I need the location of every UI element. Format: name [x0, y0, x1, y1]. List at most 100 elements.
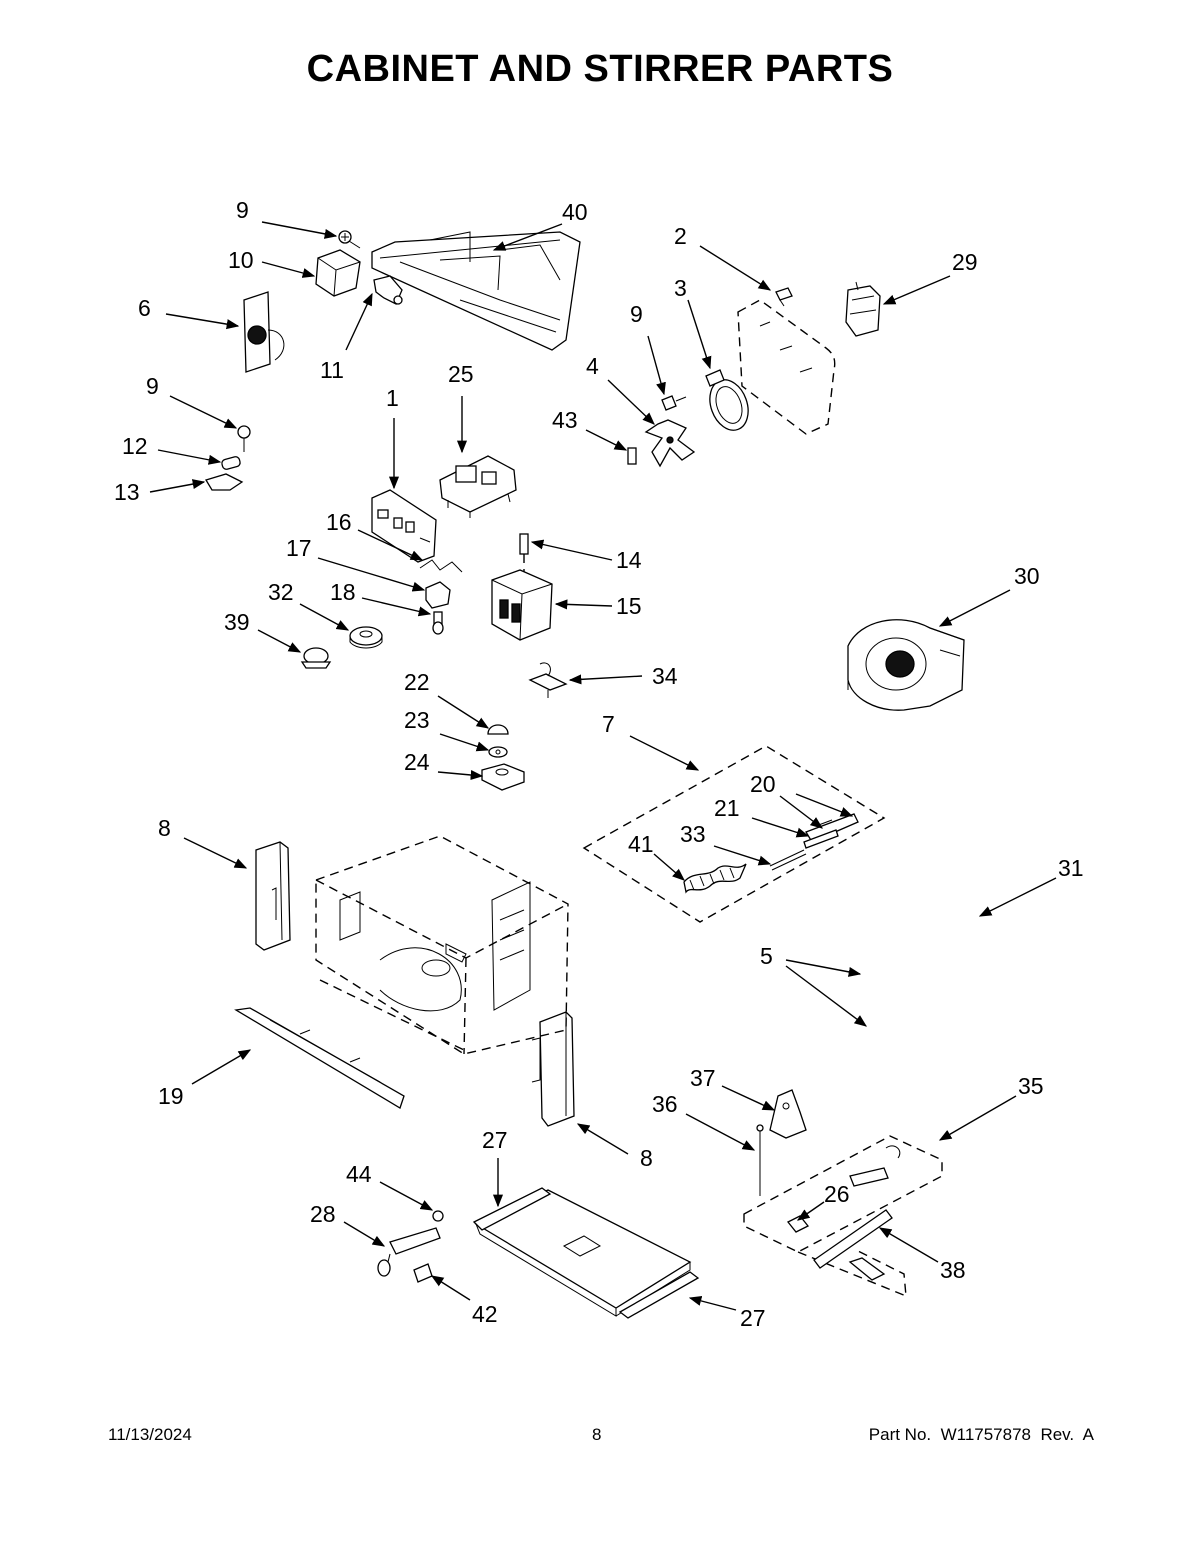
leader-43 — [585, 429, 628, 451]
leader-14 — [530, 539, 613, 561]
leader-22 — [437, 695, 490, 729]
callout-10: 10 — [228, 247, 254, 273]
callout-20: 20 — [750, 771, 776, 797]
part-6-bracket — [243, 291, 285, 373]
callout-1: 1 — [386, 385, 399, 411]
part-15-relay — [491, 569, 553, 641]
part-9-screw-top — [338, 230, 361, 249]
callout-25: 25 — [448, 361, 474, 387]
leader-12 — [157, 449, 222, 465]
leader-29 — [882, 275, 951, 305]
callout-44: 44 — [346, 1161, 372, 1187]
leader-4 — [607, 379, 655, 425]
callout-22: 22 — [404, 669, 430, 695]
leader-34 — [568, 674, 643, 685]
leader-8a — [183, 837, 248, 869]
leader-27b — [688, 1295, 737, 1311]
leader-15 — [554, 599, 613, 610]
leader-39 — [257, 629, 302, 653]
leader-26 — [796, 1201, 825, 1221]
leader-33 — [713, 845, 772, 866]
callout-12: 12 — [122, 433, 148, 459]
part-22-cap — [487, 724, 509, 735]
callout-33: 33 — [680, 821, 706, 847]
page-title: CABINET AND STIRRER PARTS — [306, 48, 894, 90]
part-42-screw — [413, 1263, 433, 1283]
callout-35: 35 — [1018, 1073, 1044, 1099]
leader-2 — [699, 245, 772, 291]
part-3-stirrer-cover — [705, 299, 836, 435]
leader-35 — [938, 1095, 1017, 1141]
footer-part-number: Part No. W11757878 Rev. A — [868, 1425, 1094, 1444]
callout-24: 24 — [404, 749, 430, 775]
leader-lines — [149, 221, 1057, 1311]
callout-39: 39 — [224, 609, 250, 635]
leader-10 — [261, 261, 316, 278]
leader-24 — [437, 769, 484, 780]
part-24-bracket — [481, 763, 525, 791]
leader-20a — [779, 795, 824, 829]
part-39-thermostat — [300, 647, 332, 669]
callout-27: 27 — [482, 1127, 508, 1153]
callout-21: 21 — [714, 795, 740, 821]
leader-31 — [978, 877, 1057, 917]
callout-32: 32 — [268, 579, 294, 605]
part-17-switch — [425, 581, 451, 609]
callout-41: 41 — [628, 831, 654, 857]
leader-9c — [169, 395, 238, 429]
part-44-screw — [432, 1210, 444, 1222]
leader-21 — [751, 817, 810, 838]
callout-26: 26 — [824, 1181, 850, 1207]
callout-38: 38 — [940, 1257, 966, 1283]
callout-19: 19 — [158, 1083, 184, 1109]
leader-41 — [653, 853, 685, 881]
footer-date: 11/13/2024 — [108, 1425, 192, 1444]
part-8-trim-left — [255, 841, 291, 951]
callout-4: 4 — [586, 353, 599, 379]
leader-6 — [165, 313, 240, 330]
part-38-link — [813, 1209, 893, 1269]
callout-8: 8 — [640, 1145, 653, 1171]
callout-13: 13 — [114, 479, 140, 505]
leader-30 — [938, 589, 1011, 627]
leader-42 — [430, 1275, 471, 1301]
callout-16: 16 — [326, 509, 352, 535]
callout-numbers: 9 40 10 6 11 2 29 3 9 25 1 9 4 43 12 13 … — [114, 197, 1084, 1331]
callout-28: 28 — [310, 1201, 336, 1227]
part-10-block — [315, 249, 361, 297]
leader-13 — [149, 479, 206, 493]
callout-34: 34 — [652, 663, 678, 689]
part-4-stirrer-blade — [644, 419, 696, 468]
part-26-bolt — [786, 1215, 810, 1233]
part-1-pcb — [371, 489, 437, 563]
leader-38 — [878, 1227, 939, 1263]
part-11-clip — [373, 275, 403, 305]
leader-7 — [629, 735, 700, 771]
leader-17 — [317, 557, 426, 592]
leader-16 — [357, 529, 424, 561]
part-29-stirrer-motor — [845, 281, 881, 337]
leader-36 — [685, 1113, 756, 1151]
part-32-grommet — [349, 626, 383, 649]
callout-37: 37 — [690, 1065, 716, 1091]
callout-31: 31 — [1058, 855, 1084, 881]
part-25-board — [439, 455, 517, 518]
callout-9: 9 — [630, 301, 643, 327]
part-7-assembly — [582, 745, 886, 923]
part-9-screw-left — [237, 425, 251, 452]
part-18-lamp — [432, 611, 444, 635]
part-8-trim-right — [531, 1011, 575, 1127]
callout-7: 7 — [602, 711, 615, 737]
leader-11 — [345, 292, 373, 351]
callout-5: 5 — [760, 943, 773, 969]
leader-9b — [647, 335, 666, 396]
callout-15: 15 — [616, 593, 642, 619]
callout-36: 36 — [652, 1091, 678, 1117]
leader-20b — [795, 793, 854, 817]
callout-6: 6 — [138, 295, 151, 321]
callout-43: 43 — [552, 407, 578, 433]
part-28-latch — [377, 1227, 441, 1277]
part-23-washer — [488, 746, 508, 758]
part-34-bracket — [528, 662, 568, 698]
